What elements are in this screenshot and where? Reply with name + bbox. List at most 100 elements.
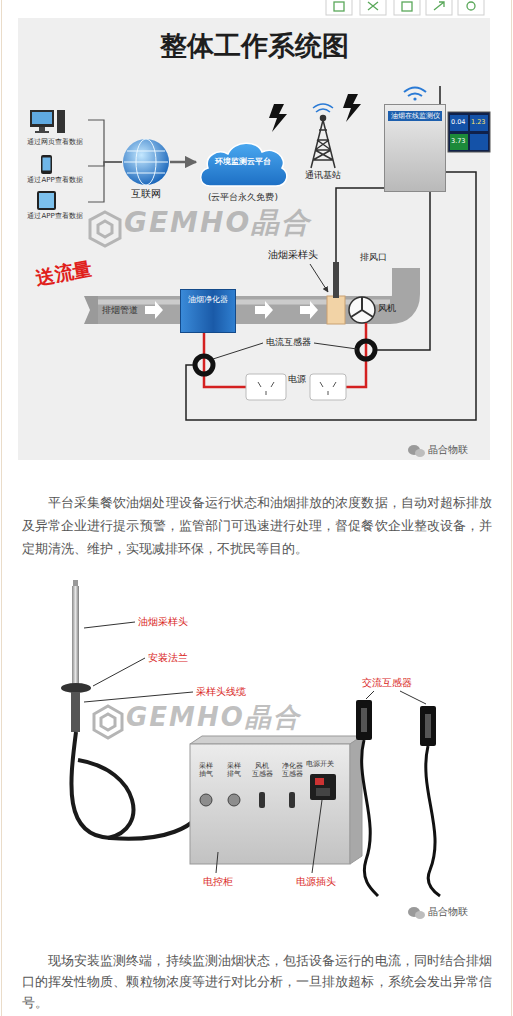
- display-reading: 0.04: [451, 119, 465, 126]
- device-label-box: 通过网页查看数据: [22, 106, 88, 152]
- leader-line: [400, 691, 426, 704]
- panel-controls: [200, 794, 212, 806]
- pc-icon: [39, 127, 45, 131]
- node-label: 通讯基站: [298, 170, 348, 180]
- control-cabinet: [190, 736, 362, 744]
- phone-icon: [43, 158, 51, 171]
- toolbar-icons: [402, 2, 412, 11]
- display-reading: 3.73: [451, 138, 465, 145]
- current-transformer: [357, 341, 375, 359]
- watermark-logo: [90, 212, 120, 246]
- leader-line: [216, 852, 218, 873]
- tablet-icon: [39, 193, 54, 208]
- panel-controls: [310, 774, 336, 800]
- probe-rod: [61, 580, 91, 732]
- pc-icon: [30, 110, 65, 133]
- watermark: GEMHO晶合: [126, 703, 301, 733]
- display-reading: 1.23: [471, 119, 485, 126]
- pipe: [84, 268, 406, 324]
- flow-arrow: [255, 301, 273, 319]
- display-screen: [448, 112, 490, 152]
- device-label-box: 通过APP查看数据: [22, 190, 88, 224]
- control-cabinet: [190, 744, 350, 864]
- panel-controls: [316, 788, 330, 796]
- sampling-probe: [327, 296, 345, 324]
- node-label: (云平台永久免费): [196, 192, 290, 202]
- tower-icon: [313, 104, 333, 112]
- node-label: 互联网: [122, 188, 170, 200]
- socket: [246, 374, 286, 400]
- leader-line: [93, 658, 145, 686]
- toolbar-icons: [458, 0, 484, 15]
- ac-transformer: [362, 740, 440, 896]
- watermark: GEMHO晶合: [124, 207, 311, 239]
- display-screen: [470, 115, 488, 131]
- toolbar-icons: [326, 0, 484, 15]
- sampling-probe: [333, 262, 339, 298]
- figure-ground: [18, 18, 490, 460]
- wifi-icon: [404, 88, 426, 93]
- part-label: 油烟采样头: [268, 249, 318, 261]
- watermark-logo: [98, 221, 112, 237]
- panel-controls: [289, 792, 295, 808]
- panel-label: 采样 抽气: [197, 762, 215, 778]
- toolbar-icons: [326, 0, 352, 15]
- toolbar-icons: [326, 0, 484, 15]
- control-cabinet: [350, 736, 362, 864]
- ac-transformer: [420, 706, 436, 746]
- brand-icon: [415, 449, 425, 457]
- panel-label: 风机 互感器: [251, 762, 273, 778]
- fan: [351, 297, 373, 317]
- lightning-bolt: [269, 94, 361, 132]
- callout-label: 油烟采样头: [138, 616, 188, 628]
- pc-icon: [32, 112, 52, 124]
- ac-transformer: [425, 714, 431, 738]
- probe-rod: [61, 683, 91, 693]
- phone-icon: [41, 155, 52, 174]
- toolbar-icons: [368, 2, 378, 10]
- node-label: 环境监测云平台: [196, 157, 290, 166]
- pc-icon: [57, 110, 65, 133]
- sampling-line: [336, 188, 384, 262]
- watermark-logo: [94, 706, 122, 738]
- part-label: 风机: [378, 303, 396, 313]
- display-screen: [448, 112, 490, 152]
- tablet-icon: [37, 191, 56, 210]
- figure-title: 整体工作系统图: [18, 30, 490, 61]
- part-label: 电源: [288, 374, 306, 384]
- connector: [88, 162, 122, 202]
- flow-arrow: [145, 301, 163, 319]
- antenna: [439, 86, 441, 104]
- part-label: 电流互感器: [266, 337, 311, 347]
- ac-transformer: [356, 700, 440, 896]
- panel-label: 净化器 互感器: [279, 762, 305, 778]
- page-frame: [1, 0, 2, 1016]
- sensor-cable: [71, 732, 206, 839]
- lightning-bolt: [269, 104, 287, 132]
- sensor-cable: [78, 760, 133, 838]
- node-label: 通过APP查看数据: [22, 176, 88, 184]
- leader-line: [314, 343, 357, 349]
- tower-icon: [321, 116, 326, 121]
- callout-label: 电控柜: [203, 876, 233, 888]
- ac-transformer: [361, 708, 367, 732]
- phone-icon: [41, 155, 52, 174]
- pc-icon: [35, 131, 49, 133]
- internet-globe: 互联网: [122, 138, 170, 200]
- paragraph: 平台采集餐饮油烟处理设备运行状态和油烟排放的浓度数据，自动对超标排放及异常企业进…: [22, 491, 492, 560]
- base-station: 通讯基站: [298, 112, 348, 182]
- panel-label: 采样 排气: [225, 762, 243, 778]
- node-label: 通过APP查看数据: [22, 212, 88, 220]
- pipe: [96, 300, 390, 305]
- lightning-bolt: [343, 94, 361, 122]
- callout-label: 采样头线缆: [196, 686, 246, 698]
- leader-line: [312, 800, 322, 873]
- tower-icon: [311, 104, 335, 168]
- wifi-icon: [413, 97, 416, 100]
- probe-rod: [71, 692, 80, 732]
- brand-icon: [415, 911, 425, 919]
- panel-controls: [259, 792, 265, 808]
- part-label: 排烟管道: [102, 305, 138, 315]
- watermark-logo: [101, 714, 115, 730]
